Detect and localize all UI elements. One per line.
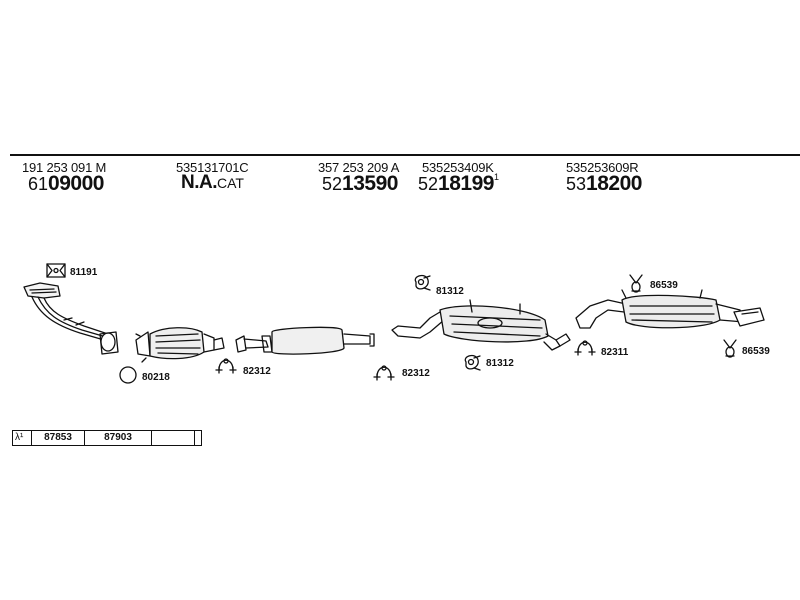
front-pipe-part[interactable] bbox=[23, 282, 119, 355]
kit-number[interactable]: 87903 bbox=[85, 431, 152, 445]
hanger-icon bbox=[464, 354, 481, 371]
lambda-symbol: λ¹ bbox=[13, 431, 32, 445]
hanger-label[interactable]: 81312 bbox=[486, 358, 514, 369]
oem-number-front-pipe: 191 253 091 M bbox=[22, 160, 107, 175]
part-number-middle-silencer[interactable]: 52181991 bbox=[418, 172, 499, 195]
clamp-label[interactable]: 82311 bbox=[601, 347, 629, 358]
clamp-label[interactable]: 82312 bbox=[402, 368, 430, 379]
clamp-icon bbox=[574, 340, 596, 356]
clamp-icon bbox=[215, 358, 237, 374]
rubber-mount-icon bbox=[723, 339, 737, 358]
kit-row: λ¹ 87853 87903 bbox=[12, 430, 195, 446]
hanger-icon bbox=[414, 274, 431, 291]
part-code: 09000 bbox=[48, 172, 104, 195]
rubber-mount-icon bbox=[629, 274, 643, 293]
front-silencer-part[interactable] bbox=[235, 326, 375, 355]
part-number-front-silencer[interactable]: 5213590 bbox=[322, 173, 398, 194]
clamp-icon bbox=[373, 365, 395, 381]
part-superscript: 1 bbox=[493, 172, 499, 182]
part-code: 18199 bbox=[438, 172, 494, 195]
oem-number-middle-silencer: 535253409K bbox=[422, 160, 494, 175]
part-prefix: 52 bbox=[322, 174, 343, 194]
middle-silencer-part[interactable] bbox=[391, 299, 571, 351]
part-number-catalyst[interactable]: N.A.CAT bbox=[181, 173, 244, 192]
part-code: 18200 bbox=[586, 172, 642, 195]
part-code: N.A. bbox=[181, 172, 218, 193]
ring-label[interactable]: 80218 bbox=[142, 372, 170, 383]
oem-number-front-silencer: 357 253 209 A bbox=[318, 160, 400, 175]
hanger-label[interactable]: 81312 bbox=[436, 286, 464, 297]
part-prefix: 53 bbox=[566, 174, 587, 194]
part-code: 13590 bbox=[342, 172, 398, 195]
part-number-front-pipe[interactable]: 6109000 bbox=[28, 173, 104, 194]
header-rule bbox=[10, 154, 800, 156]
o-ring-icon bbox=[119, 366, 137, 384]
clamp-label[interactable]: 82312 bbox=[243, 366, 271, 377]
kit-extra-cell bbox=[157, 430, 202, 446]
rear-silencer-part[interactable] bbox=[575, 289, 765, 329]
rubber-mount-label[interactable]: 86539 bbox=[650, 280, 678, 291]
catalytic-converter-part[interactable] bbox=[135, 327, 225, 363]
part-prefix: 61 bbox=[28, 174, 49, 194]
part-suffix: CAT bbox=[217, 175, 244, 191]
part-number-rear-silencer[interactable]: 5318200 bbox=[566, 173, 642, 194]
oem-number-rear-silencer: 535253609R bbox=[566, 160, 639, 175]
oem-number-catalyst: 535131701C bbox=[176, 160, 249, 175]
gasket-icon bbox=[46, 263, 66, 278]
kit-number[interactable]: 87853 bbox=[32, 431, 85, 445]
rubber-mount-label[interactable]: 86539 bbox=[742, 346, 770, 357]
gasket-label[interactable]: 81191 bbox=[70, 267, 98, 278]
part-prefix: 52 bbox=[418, 174, 439, 194]
